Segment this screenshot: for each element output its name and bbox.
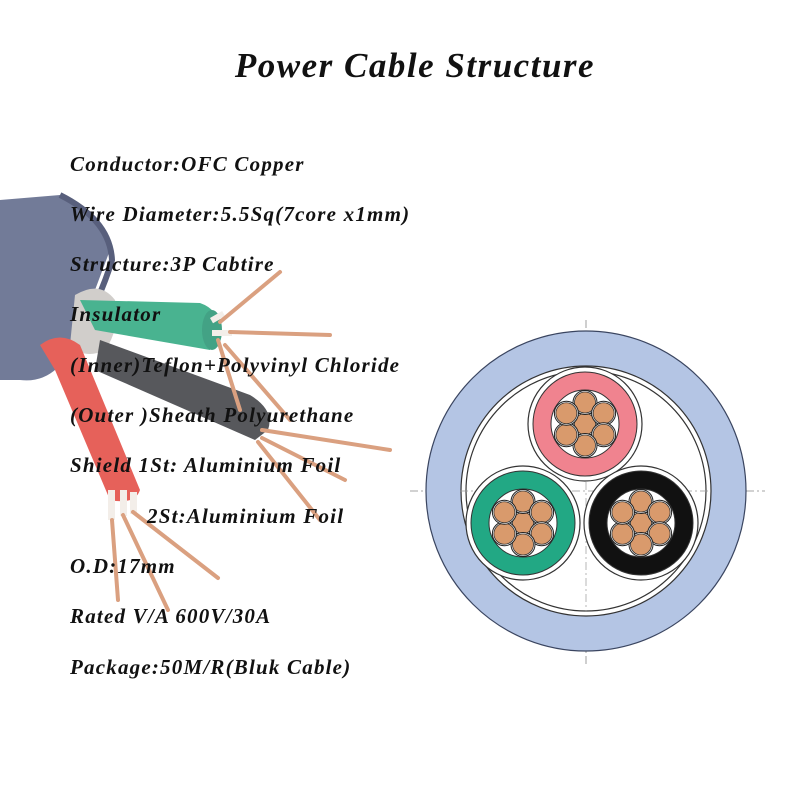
copper-strand (574, 434, 596, 457)
outer-sheath (0, 195, 110, 381)
copper-strand (493, 522, 516, 545)
spec-inner-insulator: (Inner)Teflon+Polyvinyl Chloride (70, 353, 401, 377)
copper-strand (611, 522, 634, 545)
spec-wire-diameter: Wire Diameter:5.5Sq(7core x1mm) (70, 202, 411, 226)
spec-outer-sheath: (Outer )Sheath Polyurethane (70, 403, 355, 427)
copper-strand (574, 391, 596, 414)
spec-outer-diameter: O.D:17mm (70, 554, 176, 578)
spec-conductor: Conductor:OFC Copper (70, 152, 305, 176)
copper-strand (592, 423, 615, 446)
copper-strand (555, 423, 578, 446)
red-wire (40, 337, 140, 502)
copper-strand (592, 402, 615, 425)
copper-strand (630, 490, 652, 513)
copper-strand (512, 490, 534, 513)
copper-strand (530, 522, 553, 545)
copper-strand (648, 501, 671, 524)
spec-shield-1: Shield 1St: Aluminium Foil (70, 453, 342, 477)
copper-strand (530, 501, 553, 524)
spec-rated: Rated V/A 600V/30A (70, 604, 272, 628)
green-wire (80, 300, 219, 350)
spec-insulator: Insulator (70, 302, 162, 326)
copper-strand (630, 533, 652, 556)
spec-package: Package:50M/R(Bluk Cable) (70, 655, 352, 679)
copper-strand (611, 501, 634, 524)
copper-strand (648, 522, 671, 545)
copper-strand (493, 501, 516, 524)
spec-structure: Structure:3P Cabtire (70, 252, 275, 276)
page-title: Power Cable Structure (234, 46, 596, 85)
spec-shield-2: 2St:Aluminium Foil (147, 504, 345, 528)
copper-strand (555, 402, 578, 425)
black-wire (95, 340, 270, 440)
copper-strand (512, 533, 534, 556)
